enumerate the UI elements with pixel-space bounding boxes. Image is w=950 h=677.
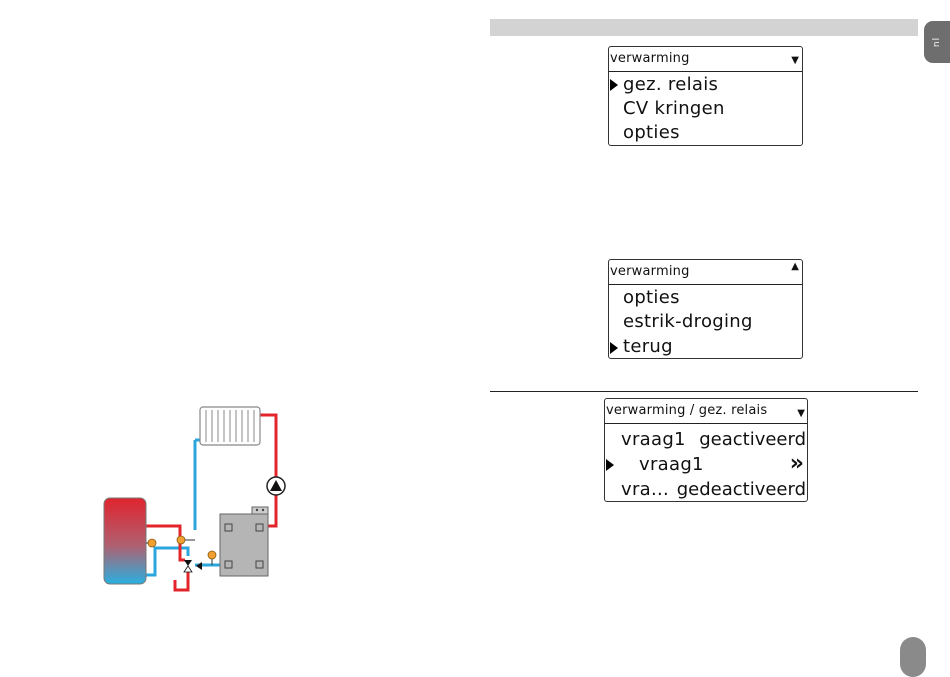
scroll-down-icon: ▼ — [797, 408, 805, 419]
menu-item-opties[interactable]: opties — [623, 287, 680, 309]
language-tab[interactable]: nl — [924, 21, 950, 63]
screen-header: verwarming — [609, 260, 802, 285]
relay-row-2-label[interactable]: vraag1 — [639, 454, 704, 476]
radiator-icon — [200, 407, 260, 445]
storage-tank-icon — [104, 498, 146, 584]
display-screen-main-menu: verwarming ▼ gez. relais CV kringen opti… — [608, 46, 803, 146]
cursor-icon — [610, 342, 618, 354]
scroll-down-icon: ▼ — [791, 55, 799, 66]
relay-row-1-value: geactiveerd — [699, 429, 806, 451]
scroll-up-icon: ▲ — [791, 261, 799, 272]
menu-item-opties[interactable]: opties — [623, 122, 680, 144]
menu-item-cv-kringen[interactable]: CV kringen — [623, 98, 725, 120]
menu-item-gez-relais[interactable]: gez. relais — [623, 74, 718, 96]
screen-header: verwarming — [609, 47, 802, 72]
menu-item-estrik-droging[interactable]: estrik-droging — [623, 311, 753, 333]
screen-header: verwarming / gez. relais — [605, 399, 807, 424]
page-marker — [900, 637, 926, 677]
display-screen-menu-end: verwarming ▲ opties estrik-droging terug — [608, 259, 803, 359]
section-header-bar — [490, 19, 918, 36]
cursor-icon — [610, 79, 618, 91]
relay-row-3-value: gedeactiveerd — [677, 479, 806, 501]
menu-item-terug[interactable]: terug — [623, 336, 673, 358]
section-divider — [490, 391, 918, 392]
relay-row-3-label[interactable]: vra... — [621, 479, 669, 501]
cursor-icon — [606, 459, 614, 471]
boiler-icon — [220, 507, 268, 576]
double-chevron-right-icon[interactable]: » — [790, 453, 804, 475]
language-tab-label: nl — [932, 37, 942, 47]
pump-icon — [267, 477, 285, 495]
heating-system-diagram — [100, 400, 300, 595]
display-screen-gez-relais: verwarming / gez. relais ▼ vraag1 geacti… — [604, 398, 808, 502]
mixing-valve-icon — [184, 560, 202, 572]
relay-row-1-label[interactable]: vraag1 — [621, 429, 686, 451]
